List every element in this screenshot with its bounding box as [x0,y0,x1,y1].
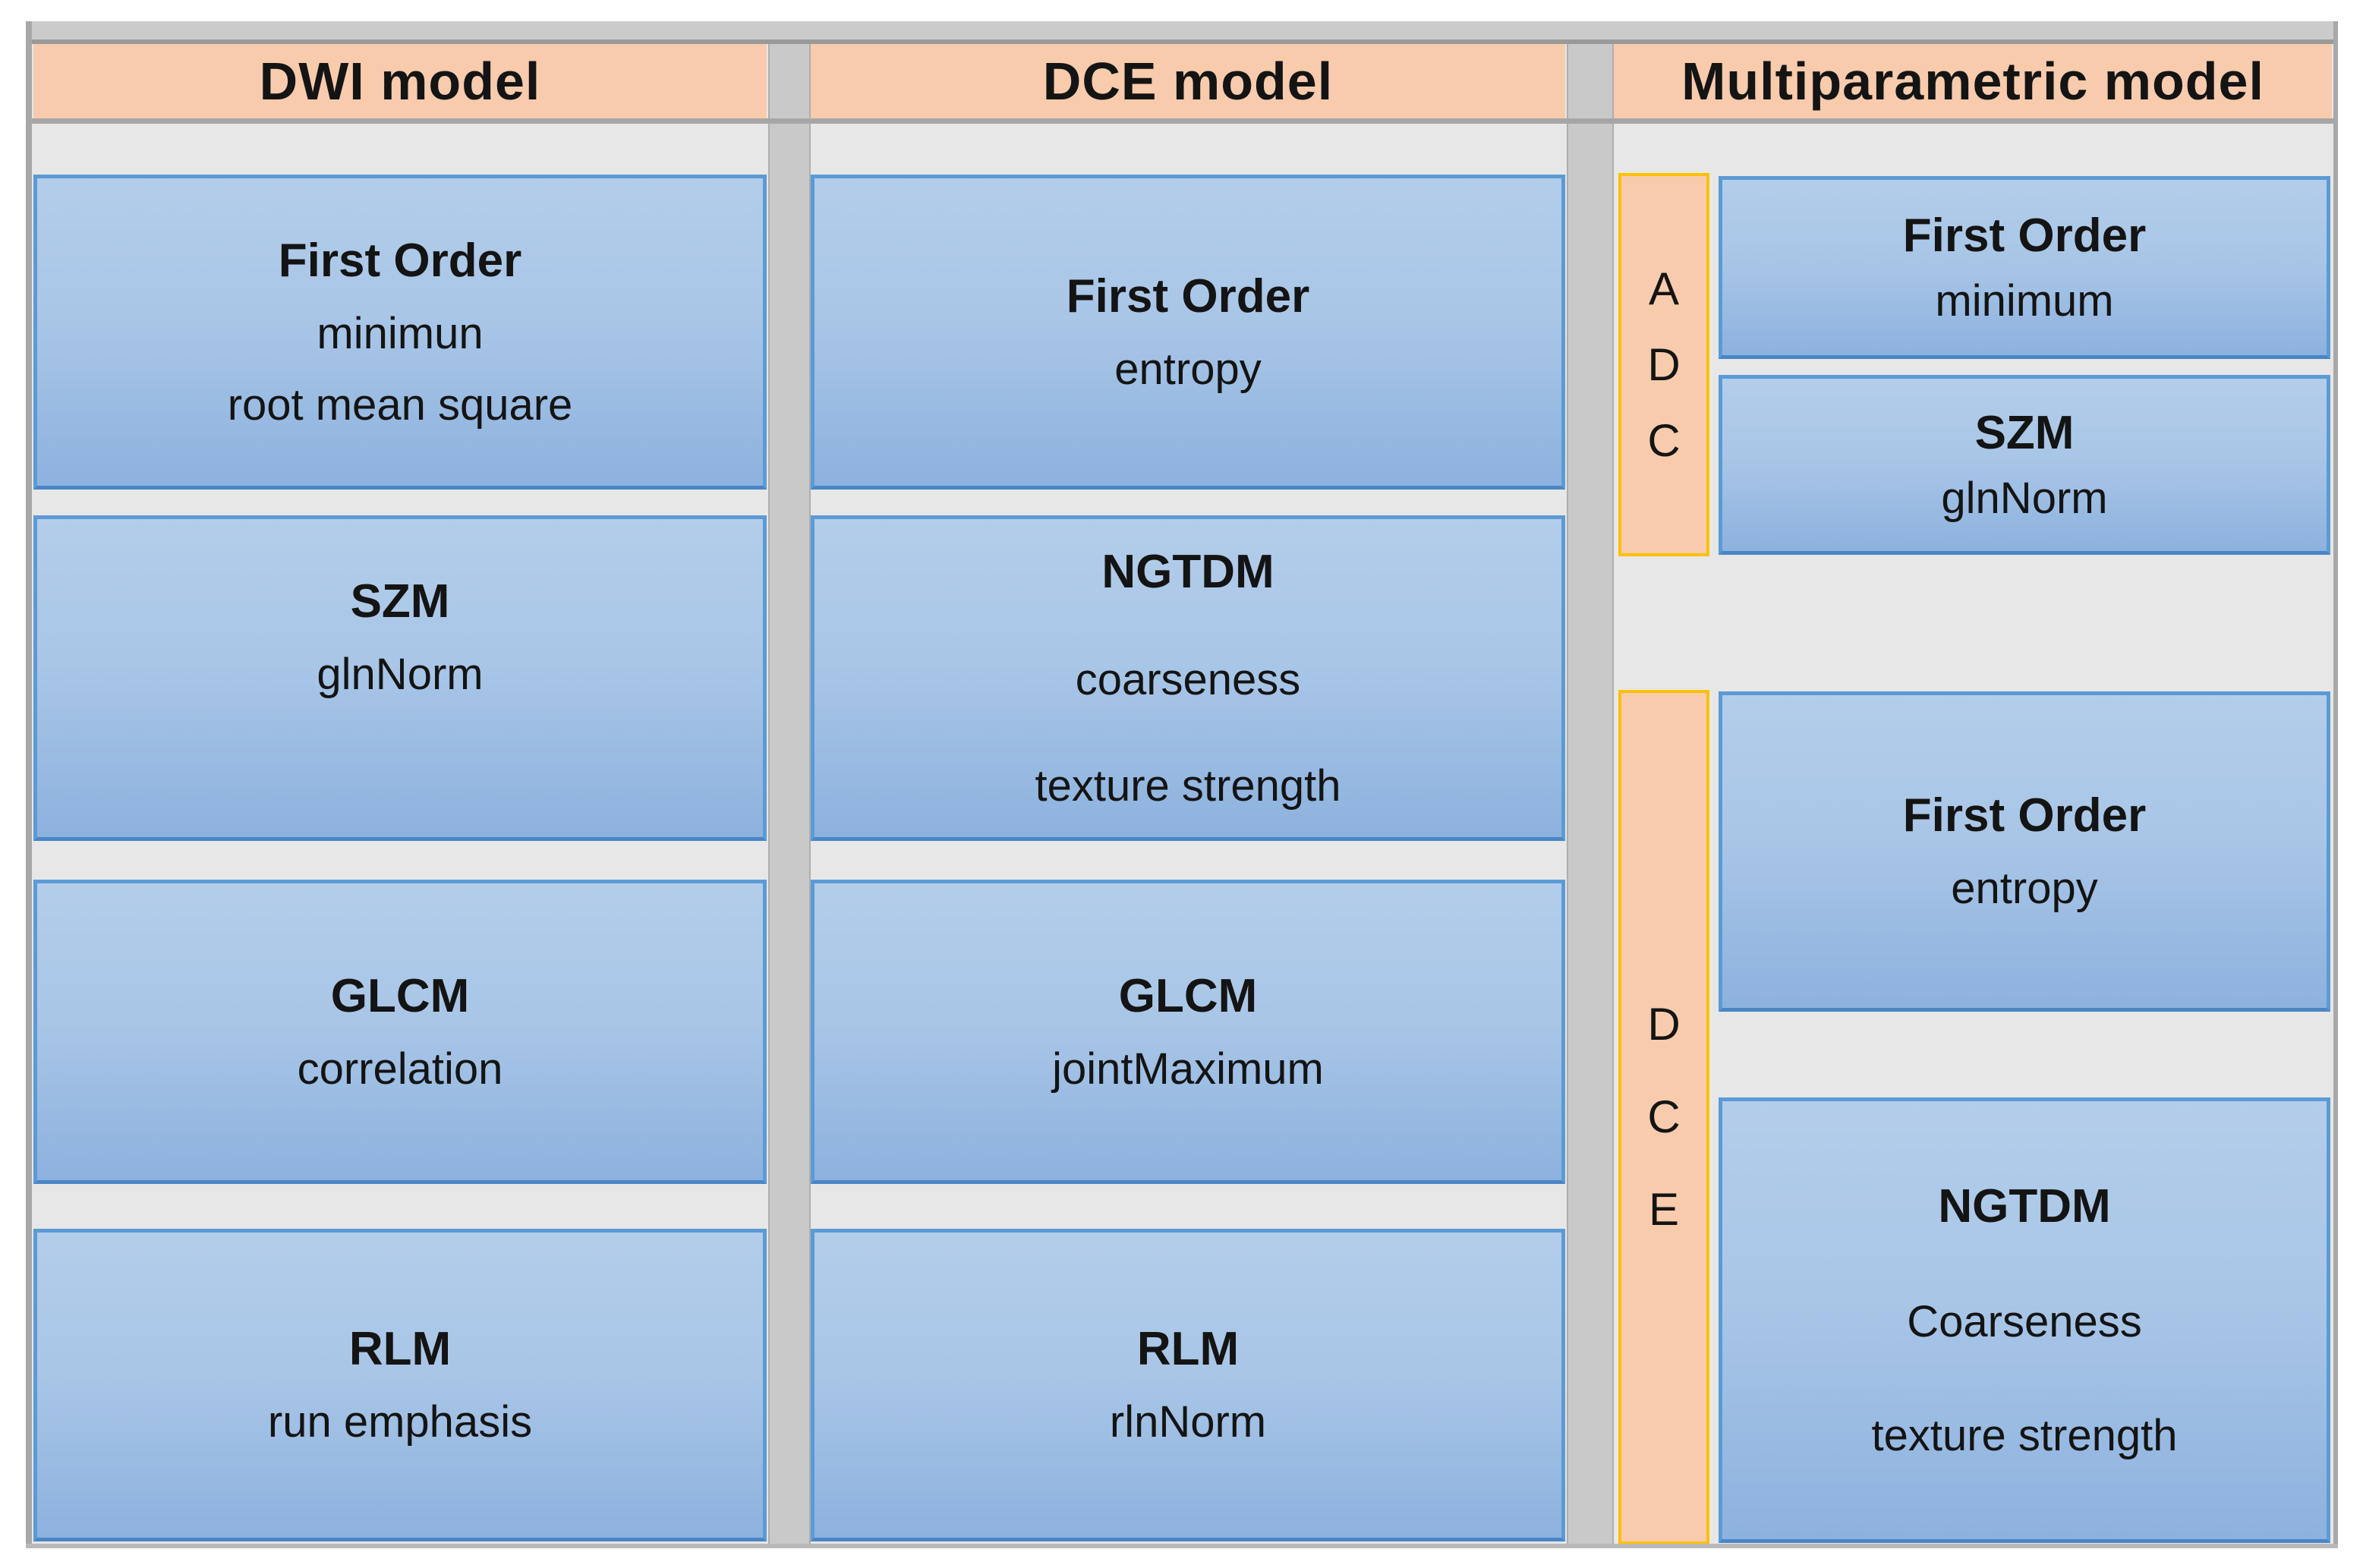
frame-left-edge [26,21,32,1548]
feature-line: texture strength [1035,760,1341,811]
feature-line: texture strength [1871,1410,2178,1460]
column-header-multiparametric-label: Multiparametric model [1681,52,2264,111]
column-header-dwi: DWI model [33,44,767,118]
frame-top-band [26,21,2338,39]
diagram-frame: DWI model DCE model Multiparametric mode… [26,21,2338,1548]
column-separator-2 [1567,44,1614,1544]
feature-title: RLM [348,1323,452,1375]
dce-letter: C [1647,1091,1681,1142]
feature-title: First Order [1902,789,2147,842]
feature-line: run emphasis [267,1397,533,1447]
feature-title: NGTDM [1938,1179,2111,1233]
dce-ngtdm-box: NGTDM coarseness texture strength [811,515,1565,841]
multiparametric-dce-ngtdm-box: NGTDM Coarseness texture strength [1719,1097,2330,1543]
feature-line: entropy [1951,864,2098,913]
adc-letter: C [1647,414,1681,466]
feature-line: rlnNorm [1109,1397,1267,1447]
feature-title: GLCM [1118,969,1258,1022]
column-header-dce-label: DCE model [1042,52,1334,111]
dce-letter: D [1647,999,1681,1050]
feature-line: entropy [1114,344,1262,394]
column-header-dwi-label: DWI model [259,52,541,111]
header-underline [26,118,2338,124]
dwi-szm-box: SZM glnNorm [33,515,767,841]
adc-sidebar: A D C [1618,173,1709,556]
feature-line: minimun [317,308,484,358]
dwi-glcm-box: GLCM correlation [33,880,767,1184]
feature-line: coarseness [1075,654,1301,704]
feature-line: minimum [1935,276,2114,326]
multiparametric-adc-szm-box: SZM glnNorm [1719,375,2330,555]
multiparametric-dce-first-order-box: First Order entropy [1719,691,2330,1012]
feature-line: jointMaximum [1052,1044,1324,1094]
adc-letter: A [1648,263,1680,314]
feature-line: glnNorm [1941,473,2108,523]
column-header-multiparametric: Multiparametric model [1614,44,2332,118]
column-separator-1 [768,44,811,1544]
feature-title: GLCM [330,969,470,1022]
dce-sidebar: D C E [1618,690,1709,1544]
feature-title: SZM [1974,406,2075,459]
frame-top-line [26,39,2338,44]
dwi-first-order-box: First Order minimun root mean square [33,175,767,490]
feature-line: Coarseness [1907,1296,2142,1346]
feature-title: First Order [1902,209,2147,262]
feature-title: SZM [350,575,450,628]
multiparametric-adc-first-order-box: First Order minimum [1719,176,2330,359]
feature-title: First Order [1066,269,1310,323]
feature-line: root mean square [227,379,573,430]
column-header-dce: DCE model [811,44,1565,118]
feature-title: First Order [278,234,522,287]
feature-title: RLM [1136,1323,1240,1375]
feature-title: NGTDM [1101,545,1274,598]
feature-line: correlation [297,1044,503,1094]
frame-right-edge [2333,21,2338,1548]
dwi-rlm-box: RLM run emphasis [33,1229,767,1541]
dce-letter: E [1648,1184,1680,1235]
dce-first-order-box: First Order entropy [811,175,1565,490]
dce-glcm-box: GLCM jointMaximum [811,880,1565,1184]
feature-line: glnNorm [317,650,484,699]
adc-letter: D [1647,338,1681,390]
dce-rlm-box: RLM rlnNorm [811,1229,1565,1541]
frame-bottom-edge [26,1544,2338,1548]
